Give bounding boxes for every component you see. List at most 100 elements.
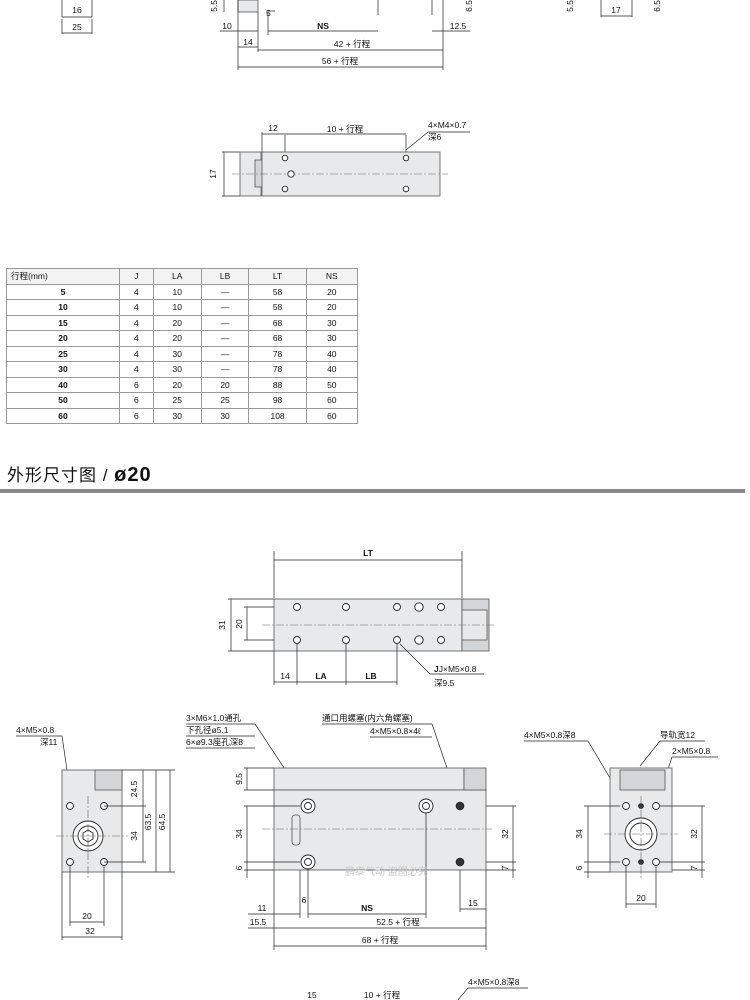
cell: 10 [6,299,120,316]
callout-2xm5: 2×M5×0.8 [672,746,711,756]
dim-6-5: 6.5 [464,0,474,12]
dim-la: LA [315,671,326,681]
dim-15-bottom: 15 [307,990,317,1000]
cell: 4 [118,345,154,362]
callout-4xm4: 4×M4×0.7 [428,120,467,130]
watermark: 鹏泰气动 盗图必究 [345,865,428,878]
section-divider [0,489,745,493]
callout-plug: 通口用螺塞(内六角螺塞) [322,713,413,723]
dim-11: 11 [258,903,267,913]
dim-5-5-right: 5.5 [565,0,575,12]
cell: 20 [200,376,250,393]
cell: 4 [118,299,154,316]
header-ns: NS [305,268,359,285]
cell: 20 [152,330,202,347]
callout-4xm5-depth8: 4×M5×0.8深8 [524,730,576,740]
cell: — [200,314,250,331]
cell: 30 [152,361,202,378]
callout-depth9-5: 深9.5 [434,678,455,688]
cell: 4 [118,283,154,300]
cell: 20 [152,376,202,393]
dim-52-5-stroke: 52.5 + 行程 [376,917,420,927]
cell: 60 [6,407,120,424]
section-title-text: 外形尺寸图 / [7,466,115,485]
dim-34-left: 34 [129,831,139,841]
callout-rail-width: 导轨宽12 [660,730,695,740]
dim-14: 14 [243,37,253,47]
cell: 4 [118,330,154,347]
dim-7-right: 7 [689,865,699,870]
callout-counterbore: 6×ø9.3座孔深8 [186,737,243,747]
cell: — [200,361,250,378]
cell: 4 [118,314,154,331]
cell: 20 [152,314,202,331]
front-view: 3×M6×1.0通孔 下孔径ø5.1 6×ø9.3座孔深8 通口用螺塞(内六角螺… [186,713,516,950]
cell: 6 [118,376,154,393]
cell: 88 [248,376,307,393]
cell: 40 [305,345,359,362]
cell: 30 [152,345,202,362]
cell: 98 [248,392,307,409]
callout-3xm6: 3×M6×1.0通孔 [186,713,242,723]
dim-34-right: 34 [574,829,584,839]
dim-lt: LT [363,548,374,558]
cell: 10 [152,283,202,300]
dim-17-plan: 17 [208,169,218,179]
callout-4xm5-left: 4×M5×0.8 [16,725,55,735]
cell: 58 [248,283,307,300]
dim-9-5: 9.5 [234,773,244,785]
cell: 50 [6,392,120,409]
dim-14-top: 14 [280,671,290,681]
dim-10-stroke: 10 + 行程 [327,124,364,134]
left-end-view: 4×M5×0.8 深11 24.5 34 63.5 64.5 20 32 [16,725,175,940]
cell: 78 [248,361,307,378]
dim-6-5-right: 6.5 [652,0,662,12]
cell: 25 [200,392,250,409]
callout-depth6: 深6 [428,132,442,142]
header-lt: LT [248,268,307,285]
left-view-partial: 16 25 [61,0,93,34]
dim-5-5: 5.5 [209,0,219,12]
front-view-partial: 5.5 5 10 NS 12.5 14 42 + 行程 56 + 行程 6.5 [209,0,474,70]
dim-12-5: 12.5 [450,21,467,31]
cell: 20 [305,283,359,300]
right-end-view: 4×M5×0.8深8 导轨宽12 2×M5×0.8 34 6 32 7 [524,730,718,908]
cell: 6 [118,392,154,409]
section-title: 外形尺寸图 / ø20 [7,461,152,487]
cell: — [200,299,250,316]
dim-6-front: 6 [234,865,244,870]
dim-63-5: 63.5 [143,813,153,830]
dim-6-right: 6 [574,865,584,870]
cell: 40 [6,376,120,393]
callout-jxm5-text: J×M5×0.8 [439,664,477,674]
dim-ns: NS [317,21,329,31]
cell: 10 [152,299,202,316]
dim-17: 17 [611,5,621,15]
dim-15-front: 15 [468,898,478,908]
cell: 25 [6,345,120,362]
cell: 20 [305,299,359,316]
dim-25: 25 [72,22,82,32]
cell: 60 [305,392,359,409]
dim-64-5: 64.5 [157,813,167,830]
cell: 30 [152,407,202,424]
dim-7-front: 7 [500,865,510,870]
dim-68-stroke: 68 + 行程 [362,935,399,945]
callout-jxm5: JJ×M5×0.8 [434,664,477,674]
dim-10: 10 [222,21,232,31]
dim-31: 31 [217,620,227,630]
cell: — [200,330,250,347]
top-dimension-drawing: 16 25 5.5 5 10 NS 12.5 14 42 + 行程 56 + 行… [61,0,662,197]
callout-depth11: 深11 [40,737,58,747]
top-view: LT 31 20 14 LA LB JJ×M5×0.8 深9.5 [217,548,495,688]
right-view-partial: 5.5 17 6.5 [565,0,662,17]
